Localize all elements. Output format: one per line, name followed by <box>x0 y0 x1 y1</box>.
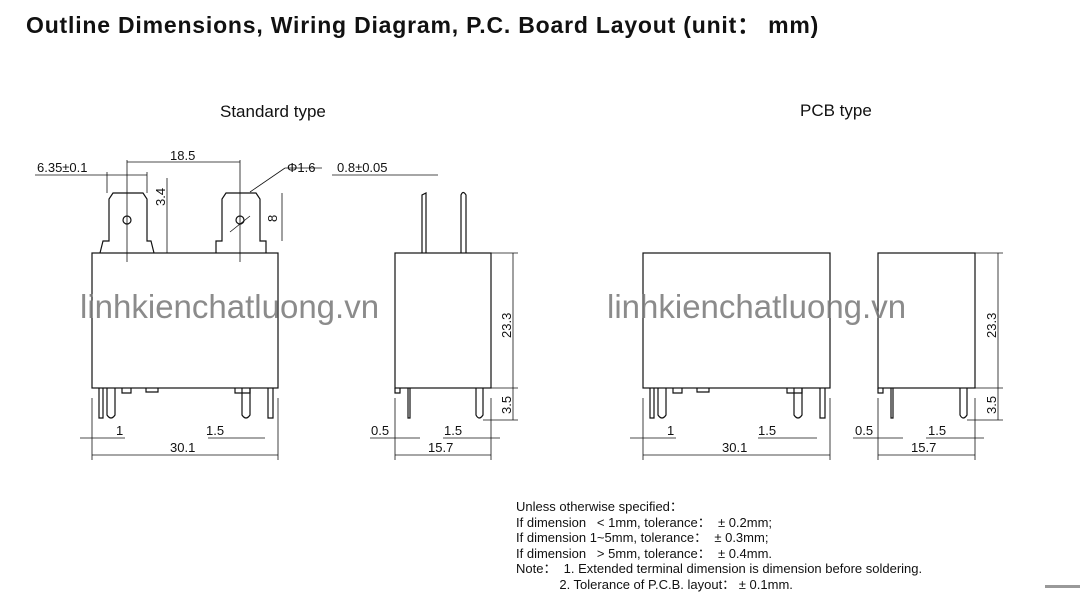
note-line: If dimension > 5mm, tolerance： ± 0.4mm. <box>516 545 773 561</box>
note-line: Note： 1. Extended terminal dimension is … <box>516 561 923 576</box>
dim-width: 30.1 <box>170 440 195 455</box>
pcb-dim-depth: 15.7 <box>911 440 936 455</box>
pcb-dim-height: 23.3 <box>984 313 999 338</box>
standard-front-view: 18.5 6.35±0.1 3.4 Φ1.6 8 1 1.5 30.1 <box>35 148 322 460</box>
standard-type-label: Standard type <box>220 102 326 121</box>
pcb-dim-pin-length: 3.5 <box>984 396 999 414</box>
pcb-type-label: PCB type <box>800 101 872 120</box>
dim-hole-diameter: Φ1.6 <box>287 160 315 175</box>
dim-pin-gap: 1 <box>116 423 123 438</box>
note-line: If dimension < 1mm, tolerance： ± 0.2mm; <box>516 514 773 530</box>
dim-depth: 15.7 <box>428 440 453 455</box>
dim-side-pin: 1.5 <box>444 423 462 438</box>
tolerance-notes: Unless otherwise specified：If dimension … <box>516 499 922 592</box>
dim-height: 23.3 <box>499 313 514 338</box>
dim-side-gap: 0.5 <box>371 423 389 438</box>
dim-tab-width: 6.35±0.1 <box>37 160 88 175</box>
pcb-front-view: 1 1.5 30.1 <box>630 252 831 460</box>
pcb-dim-side-gap: 0.5 <box>855 423 873 438</box>
scroll-indicator <box>1045 585 1080 588</box>
note-line: Unless otherwise specified： <box>516 499 683 514</box>
page-title: Outline Dimensions, Wiring Diagram, P.C.… <box>26 12 820 38</box>
pcb-dim-width: 30.1 <box>722 440 747 455</box>
watermark: linhkienchatluong.vn <box>607 288 906 325</box>
pcb-dim-side-pin: 1.5 <box>928 423 946 438</box>
pcb-dim-pin-gap: 1 <box>667 423 674 438</box>
dim-tab-height: 8 <box>265 215 280 222</box>
note-line: If dimension 1~5mm, tolerance： ± 0.3mm; <box>516 530 769 545</box>
dim-pin-length: 3.5 <box>499 396 514 414</box>
pcb-side-view: 23.3 3.5 0.5 1.5 15.7 <box>853 252 1003 460</box>
dim-pin-width: 1.5 <box>206 423 224 438</box>
note-line: 2. Tolerance of P.C.B. layout： ± 0.1mm. <box>516 576 793 592</box>
pcb-dim-pin-width: 1.5 <box>758 423 776 438</box>
watermark: linhkienchatluong.vn <box>80 288 379 325</box>
standard-side-view: 0.8±0.05 23.3 3.5 0.5 1.5 15.7 <box>332 160 518 460</box>
dim-hole-offset: 3.4 <box>153 188 168 206</box>
dim-tab-pitch: 18.5 <box>170 148 195 163</box>
dim-pin-thickness: 0.8±0.05 <box>337 160 388 175</box>
